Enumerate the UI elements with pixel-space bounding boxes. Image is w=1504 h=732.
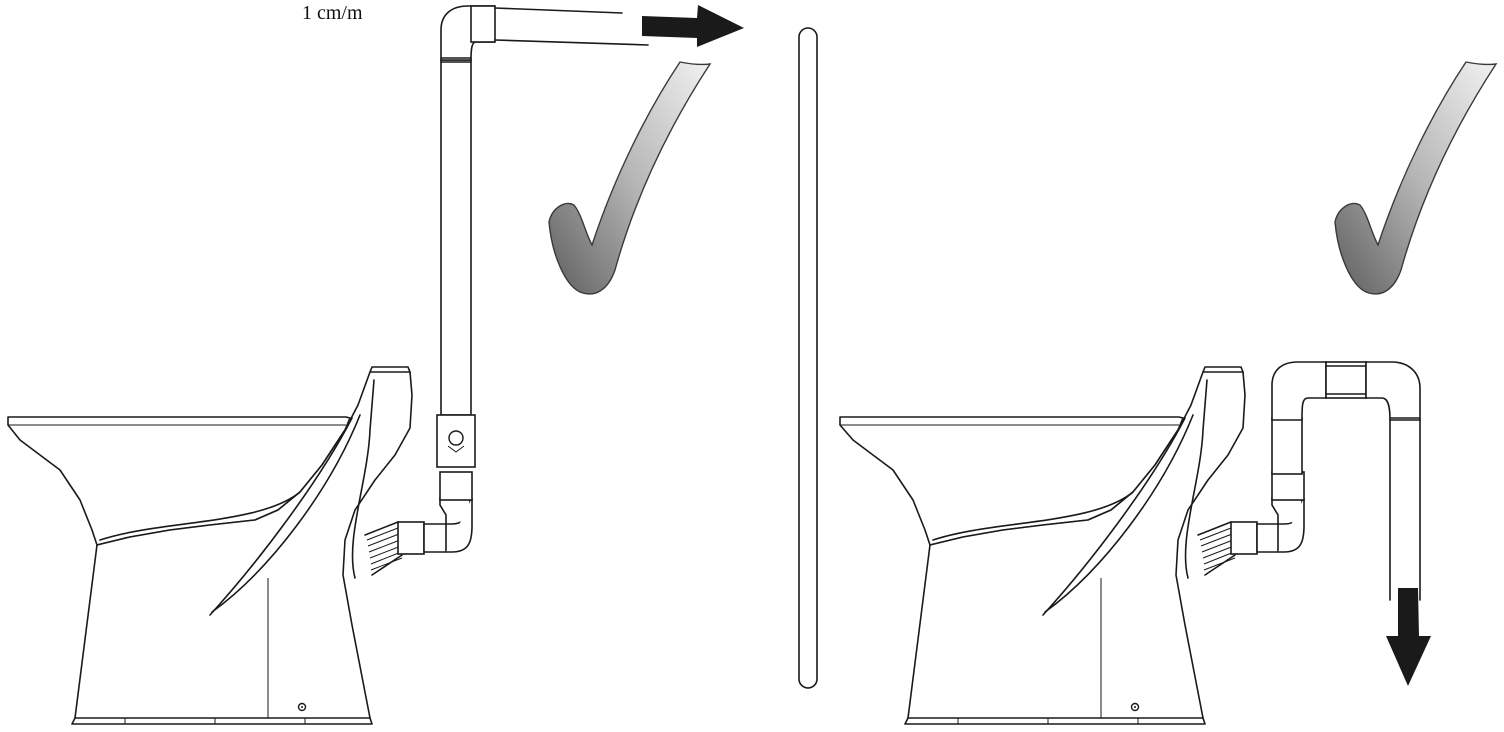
arrow-down-icon <box>1386 588 1431 686</box>
checkmark-icon <box>548 61 712 295</box>
left-check-valve <box>436 414 476 468</box>
arrow-right-icon <box>642 5 744 47</box>
checkmark-icon <box>1334 61 1498 295</box>
right-discharge-pipe <box>1230 361 1421 601</box>
right-installation <box>839 61 1498 725</box>
left-installation <box>7 5 744 725</box>
left-discharge-pipe <box>397 5 649 555</box>
right-outlet-hose <box>1197 521 1236 576</box>
panel-divider <box>798 27 818 689</box>
slope-annotation: 1 cm/m <box>302 2 363 24</box>
left-outlet-hose <box>364 521 403 576</box>
